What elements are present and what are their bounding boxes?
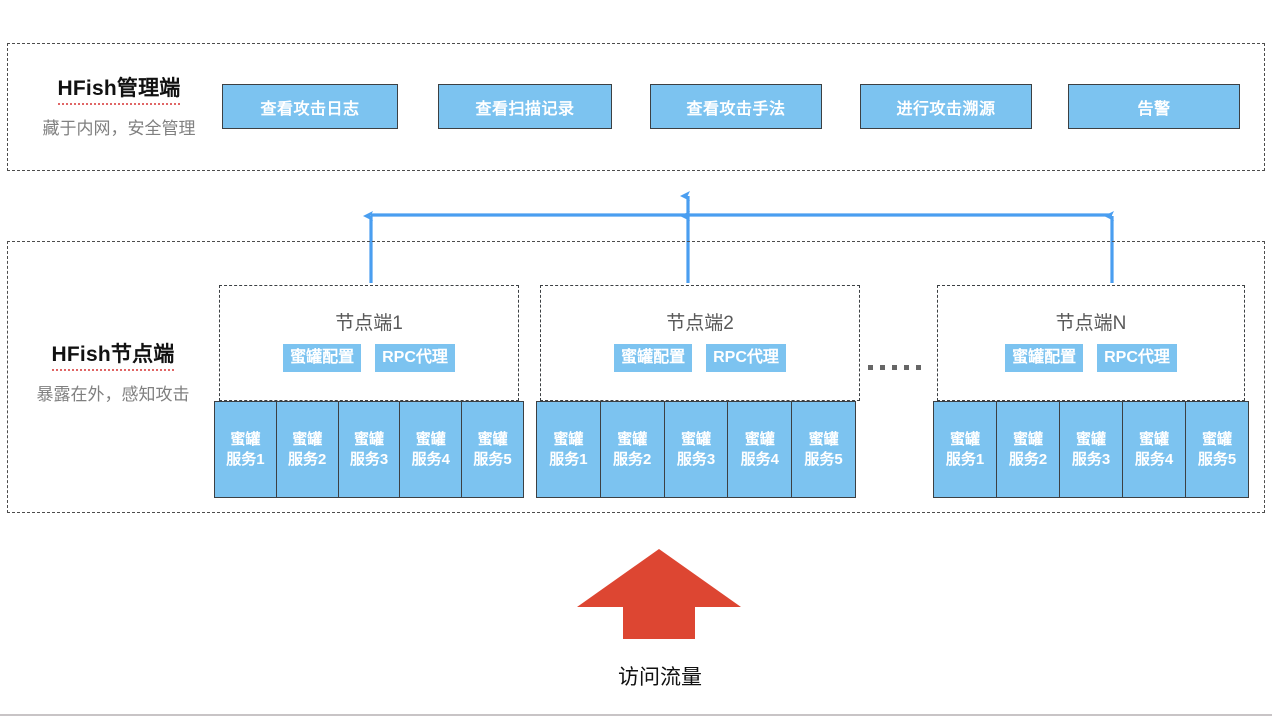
honeypot-service-line1: 蜜罐: [1012, 431, 1043, 449]
node-zone-label: HFish节点端 暴露在外，感知攻击: [8, 342, 218, 406]
rpc-proxy-tag[interactable]: RPC代理: [375, 344, 455, 372]
node-zone: [7, 241, 1265, 513]
honeypot-service-line2: 服务4: [1134, 450, 1174, 468]
node-box-3: 节点端N 蜜罐配置 RPC代理: [937, 285, 1245, 401]
honeypot-config-tag[interactable]: 蜜罐配置: [1005, 344, 1084, 372]
honeypot-service-cell[interactable]: 蜜罐服务3: [665, 402, 729, 497]
honeypot-service-cell[interactable]: 蜜罐服务5: [792, 402, 855, 497]
honeypot-service-cell[interactable]: 蜜罐服务4: [400, 402, 463, 497]
honeypot-service-cell[interactable]: 蜜罐服务2: [277, 402, 339, 497]
manager-zone-title: HFish管理端: [57, 76, 181, 106]
honeypot-service-cell[interactable]: 蜜罐服务1: [934, 402, 997, 497]
manager-zone-subtitle: 藏于内网，安全管理: [42, 119, 196, 139]
manager-action-button-2[interactable]: 查看扫描记录: [438, 84, 612, 129]
honeypot-service-line1: 蜜罐: [353, 431, 384, 449]
honeypot-config-tag[interactable]: 蜜罐配置: [283, 344, 362, 372]
manager-action-button-1[interactable]: 查看攻击日志: [222, 84, 398, 129]
honeypot-service-cell[interactable]: 蜜罐服务4: [1123, 402, 1186, 497]
manager-action-button-4[interactable]: 进行攻击溯源: [860, 84, 1032, 129]
node-tags-3: 蜜罐配置 RPC代理: [938, 344, 1244, 372]
honeypot-service-line2: 服务1: [549, 450, 588, 468]
honeypot-service-line1: 蜜罐: [230, 431, 261, 449]
ellipsis-dot: [916, 365, 921, 370]
honeypot-service-cell[interactable]: 蜜罐服务5: [1186, 402, 1248, 497]
honeypot-service-line1: 蜜罐: [808, 431, 839, 449]
honeypot-service-cell[interactable]: 蜜罐服务2: [601, 402, 665, 497]
node-title-2: 节点端2: [666, 313, 734, 334]
node-title-3: 节点端N: [1055, 313, 1127, 334]
honeypot-service-line1: 蜜罐: [744, 431, 775, 449]
node-ellipsis: [868, 365, 921, 370]
honeypot-service-cell[interactable]: 蜜罐服务1: [215, 402, 277, 497]
honeypot-service-line1: 蜜罐: [1075, 431, 1106, 449]
honeypot-service-line2: 服务4: [411, 450, 450, 468]
honeypot-service-line2: 服务4: [740, 450, 779, 468]
node-title-1: 节点端1: [335, 313, 403, 334]
honeypot-service-line2: 服务3: [676, 450, 716, 468]
manager-zone: [7, 43, 1265, 171]
ellipsis-dot: [868, 365, 873, 370]
ellipsis-dot: [904, 365, 909, 370]
bottom-divider: [0, 714, 1272, 716]
honeypot-service-cell[interactable]: 蜜罐服务2: [997, 402, 1060, 497]
traffic-label: 访问流量: [618, 666, 702, 689]
honeypot-service-cell[interactable]: 蜜罐服务4: [728, 402, 793, 497]
honeypot-service-line1: 蜜罐: [617, 431, 648, 449]
honeypot-service-line2: 服务5: [473, 450, 512, 468]
ellipsis-dot: [892, 365, 897, 370]
rpc-proxy-tag[interactable]: RPC代理: [1097, 344, 1177, 372]
honeypot-service-cell[interactable]: 蜜罐服务3: [1060, 402, 1123, 497]
honeypot-service-line2: 服务2: [288, 450, 327, 468]
honeypot-service-line2: 服务5: [804, 450, 843, 468]
honeypot-service-line2: 服务2: [1008, 450, 1048, 468]
honeypot-service-line1: 蜜罐: [553, 431, 584, 449]
honeypot-service-cell[interactable]: 蜜罐服务1: [537, 402, 601, 497]
manager-action-button-3[interactable]: 查看攻击手法: [650, 84, 822, 129]
node-zone-title: HFish节点端: [51, 342, 175, 372]
honeypot-config-tag[interactable]: 蜜罐配置: [614, 344, 693, 372]
node-box-2: 节点端2 蜜罐配置 RPC代理: [540, 285, 860, 401]
honeypot-service-line2: 服务1: [945, 450, 985, 468]
honeypot-service-line2: 服务3: [1071, 450, 1111, 468]
honeypot-service-line2: 服务2: [613, 450, 652, 468]
rpc-proxy-tag[interactable]: RPC代理: [706, 344, 786, 372]
honeypot-service-line1: 蜜罐: [949, 431, 980, 449]
honeypot-service-line1: 蜜罐: [477, 431, 508, 449]
node-box-1: 节点端1 蜜罐配置 RPC代理: [219, 285, 519, 401]
manager-action-button-5[interactable]: 告警: [1068, 84, 1240, 129]
honeypot-service-line2: 服务1: [226, 450, 265, 468]
honeypot-service-cell[interactable]: 蜜罐服务5: [462, 402, 523, 497]
honeypot-service-line1: 蜜罐: [292, 431, 323, 449]
ellipsis-dot: [880, 365, 885, 370]
honeypot-service-line1: 蜜罐: [1201, 431, 1232, 449]
node-zone-subtitle: 暴露在外，感知攻击: [36, 385, 190, 405]
honeypot-service-line1: 蜜罐: [415, 431, 446, 449]
honeypot-service-line2: 服务3: [349, 450, 389, 468]
honeypot-service-line1: 蜜罐: [1138, 431, 1169, 449]
node-tags-1: 蜜罐配置 RPC代理: [220, 344, 518, 372]
node-tags-2: 蜜罐配置 RPC代理: [541, 344, 859, 372]
honeypot-service-line1: 蜜罐: [680, 431, 711, 449]
honeypot-service-line2: 服务5: [1197, 450, 1237, 468]
manager-zone-label: HFish管理端 藏于内网，安全管理: [14, 76, 224, 140]
honeypot-service-cell[interactable]: 蜜罐服务3: [339, 402, 401, 497]
traffic-arrow-icon: [577, 549, 741, 639]
